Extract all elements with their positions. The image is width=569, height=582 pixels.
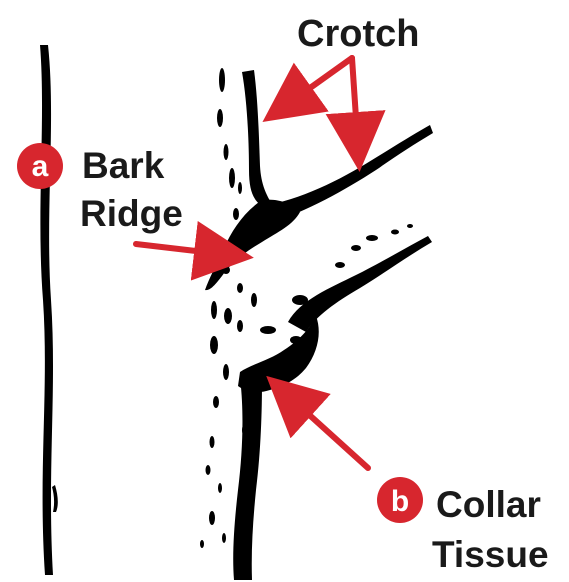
lower-branch [288, 236, 432, 332]
crotch-arrow-left [282, 58, 352, 108]
crotch-label: Crotch [297, 13, 419, 55]
left-stem-mark [52, 485, 58, 512]
bark-ridge-label-line2: Ridge [80, 193, 183, 234]
lower-branch-speckles [260, 224, 413, 344]
collar-label-line2: Tissue [432, 534, 549, 575]
bark-ridge-label-line1: Bark [82, 145, 165, 186]
bark-texture [200, 68, 246, 548]
badge-a-letter: a [32, 150, 49, 183]
main-trunk [233, 378, 262, 580]
crotch-stem [242, 70, 276, 210]
badge-b-letter: b [391, 485, 409, 518]
bark-ridge [205, 200, 300, 290]
collar-label-line1: Collar [436, 484, 541, 525]
crotch-arrow-right [352, 58, 358, 148]
collar-arrow [284, 392, 368, 468]
left-stem [40, 45, 53, 575]
bark-ridge-arrow [136, 244, 230, 255]
